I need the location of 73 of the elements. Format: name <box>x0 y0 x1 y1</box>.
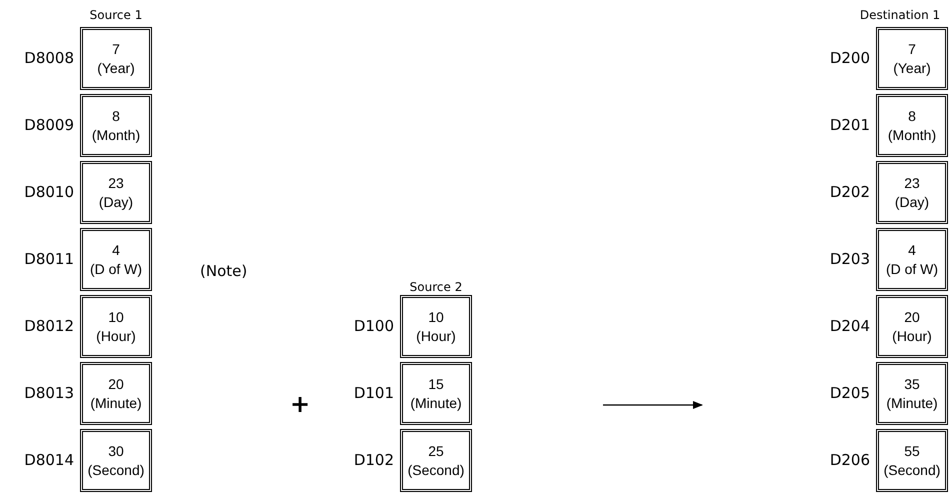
cell-value: 23 <box>903 174 921 192</box>
cell-caption: (Second) <box>882 460 942 480</box>
register-cell <box>80 27 152 90</box>
cell-value: 4 <box>111 240 121 260</box>
plus-sign: + <box>290 390 310 418</box>
register-cell <box>80 94 152 157</box>
cell-caption: (Minute) <box>409 394 463 412</box>
register-address: D202 <box>830 183 870 202</box>
cell-caption: (Month) <box>90 126 142 144</box>
cell-caption: (Hour) <box>95 326 137 346</box>
register-cell <box>400 295 472 358</box>
register-address: D8012 <box>24 317 74 336</box>
register-cell <box>876 429 948 492</box>
cell-value: 25 <box>427 442 445 460</box>
register-cell <box>80 228 152 291</box>
cell-caption: (Day) <box>894 192 930 212</box>
register-address: D201 <box>830 116 870 135</box>
register-address: D102 <box>354 451 394 470</box>
cell-value: 15 <box>427 374 445 394</box>
cell-value: 20 <box>107 374 125 394</box>
register-address: D200 <box>830 49 870 68</box>
cell-caption: (Year) <box>892 58 932 78</box>
cell-value: 4 <box>907 240 917 260</box>
register-cell <box>80 429 152 492</box>
cell-caption: (Hour) <box>415 326 457 346</box>
cell-caption: (D of W) <box>884 260 940 278</box>
cell-value: 10 <box>427 308 445 326</box>
column-heading: Destination 1 <box>860 8 940 22</box>
column-heading: Source 1 <box>90 8 142 22</box>
register-cell <box>400 429 472 492</box>
register-address: D8008 <box>24 49 74 68</box>
cell-value: 8 <box>907 106 917 126</box>
register-address: D203 <box>830 250 870 269</box>
register-cell <box>876 362 948 425</box>
register-address: D8014 <box>24 451 74 470</box>
cell-value: 20 <box>903 308 921 326</box>
cell-caption: (Minute) <box>885 394 939 412</box>
register-address: D204 <box>830 317 870 336</box>
register-cell <box>876 295 948 358</box>
register-cell <box>80 362 152 425</box>
cell-value: 7 <box>907 40 917 58</box>
register-cell <box>876 94 948 157</box>
cell-caption: (Day) <box>98 192 134 212</box>
cell-caption: (Month) <box>886 126 938 144</box>
register-address: D101 <box>354 384 394 403</box>
register-address: D8011 <box>24 250 74 269</box>
cell-caption: (Minute) <box>89 394 143 412</box>
cell-caption: (Hour) <box>891 326 933 346</box>
register-address: D100 <box>354 317 394 336</box>
note-text: (Note) <box>200 262 248 280</box>
register-cell <box>80 295 152 358</box>
register-cell <box>400 362 472 425</box>
register-address: D8013 <box>24 384 74 403</box>
cell-value: 55 <box>903 442 921 460</box>
cell-value: 30 <box>107 442 125 460</box>
register-address: D8009 <box>24 116 74 135</box>
cell-value: 10 <box>107 308 125 326</box>
register-address: D8010 <box>24 183 74 202</box>
cell-value: 7 <box>111 40 121 58</box>
cell-caption: (Second) <box>86 460 146 480</box>
register-address: D205 <box>830 384 870 403</box>
cell-caption: (Second) <box>406 460 466 480</box>
cell-value: 8 <box>111 106 121 126</box>
register-cell <box>876 27 948 90</box>
column-heading: Source 2 <box>410 280 462 294</box>
cell-caption: (D of W) <box>88 260 144 278</box>
register-cell <box>876 228 948 291</box>
register-address: D206 <box>830 451 870 470</box>
cell-value: 35 <box>903 374 921 394</box>
register-cell <box>876 161 948 224</box>
cell-caption: (Year) <box>96 58 136 78</box>
cell-value: 23 <box>107 174 125 192</box>
register-cell <box>80 161 152 224</box>
